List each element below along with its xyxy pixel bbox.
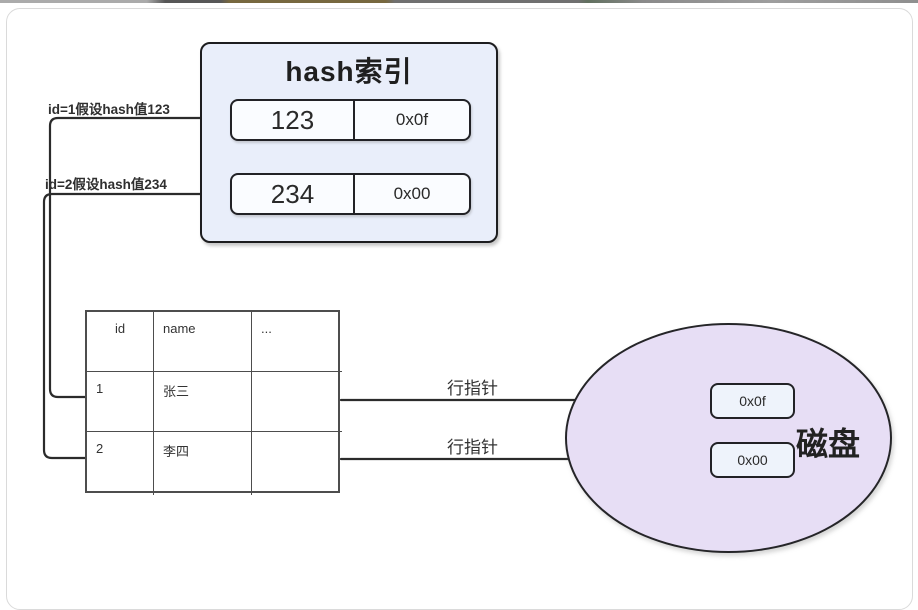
bucket-address-cell: 0x00: [353, 175, 469, 213]
table-header-id: id: [87, 312, 154, 372]
hash-value-cell: 234: [270, 178, 315, 209]
table-header-name: name: [154, 312, 252, 372]
hash-value-cell: 123: [270, 104, 315, 135]
row-pointer-label-2: 行指针: [447, 438, 498, 457]
hash-bucket-row-2: 234 0x00: [230, 173, 471, 215]
table-cell-name-2: 李四: [154, 432, 252, 495]
screenshot-top-edge-strip: [0, 0, 918, 3]
disk-label: 磁盘: [796, 426, 861, 462]
data-table: id name ... 1 张三 2 李四: [85, 310, 342, 495]
table-cell-etc-1: [252, 372, 342, 432]
hash-index-box: hash索引 123 0x0f 234 0x00: [200, 42, 498, 243]
disk-block-0x0f: 0x0f: [710, 383, 795, 419]
hash-bucket-row-1: 123 0x0f: [230, 99, 471, 141]
bucket-address-cell: 0x0f: [353, 101, 469, 139]
table-cell-name-1: 张三: [154, 372, 252, 432]
disk-ellipse: [565, 323, 892, 553]
hash-arrow-label-2: id=2假设hash值234: [45, 177, 167, 192]
hash-arrow-label-1: id=1假设hash值123: [48, 102, 170, 117]
table-cell-etc-2: [252, 432, 342, 495]
table-cell-id-2: 2: [87, 432, 154, 495]
table-header-etc: ...: [252, 312, 342, 372]
row-pointer-label-1: 行指针: [447, 379, 498, 398]
table-cell-id-1: 1: [87, 372, 154, 432]
disk-block-0x00: 0x00: [710, 442, 795, 478]
hash-index-title: hash索引: [285, 56, 413, 87]
